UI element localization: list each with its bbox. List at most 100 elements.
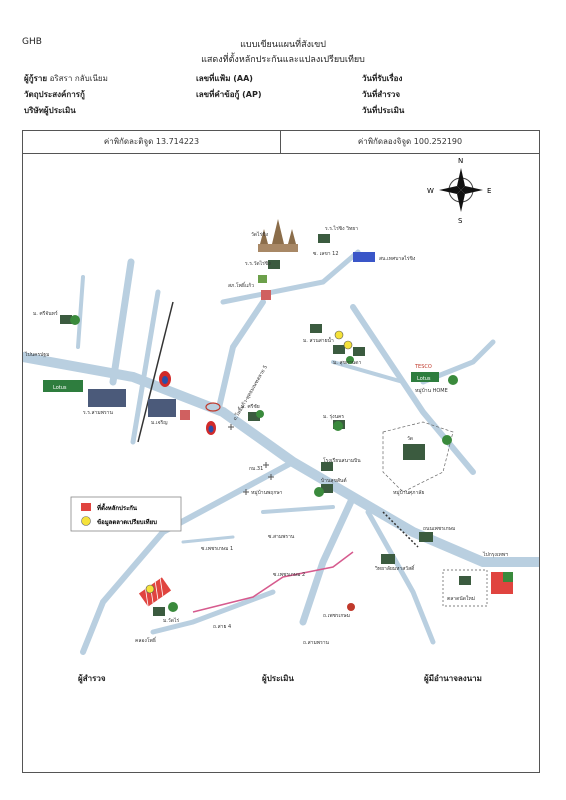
coordinates-row: ค่าพิกัดละติจูด 13.714223 ค่าพิกัดลองจิจ… bbox=[22, 130, 540, 154]
road-left-vertical-1 bbox=[109, 258, 135, 386]
label-tesco: TESCO bbox=[414, 364, 432, 370]
label-home-pro: หมู่บ้าน HOME bbox=[415, 387, 448, 394]
road-sign-icon bbox=[347, 603, 355, 611]
borrower-label: ผู้กู้ราย bbox=[24, 74, 48, 83]
collateral-location-icon bbox=[138, 577, 172, 607]
supalai-icon bbox=[419, 532, 433, 542]
phet-kasem-highway bbox=[18, 352, 544, 567]
lotus-left-icon bbox=[43, 380, 83, 392]
petrol-stations bbox=[159, 371, 216, 435]
signature-area bbox=[22, 657, 540, 773]
label-rd-lek: ถ.เพชรเกษม bbox=[323, 613, 350, 619]
label-rr-wat-rai-khing: ร.ร.วัดไร่ขิง bbox=[245, 260, 271, 267]
railway-crossing bbox=[382, 511, 419, 548]
info-column-1: ผู้กู้ราย อริสรา กลับเนียม วัตถุประสงค์ก… bbox=[24, 72, 194, 120]
road-soi-left bbox=[181, 535, 235, 544]
legend-collateral-swatch bbox=[81, 503, 91, 511]
latitude: ค่าพิกัดละติจูด 13.714223 bbox=[103, 137, 200, 146]
label-sampran-pass: ถ.สามพราน bbox=[303, 640, 330, 646]
document-subtitle: แสดงที่ตั้งหลักประกันและแปลงเปรียบเทียบ bbox=[201, 55, 365, 65]
lotus-right-icon bbox=[411, 372, 439, 382]
parking-sign-1-icon bbox=[261, 290, 271, 300]
label-soi-l: ซ.สามพราน bbox=[268, 534, 295, 540]
map-labels: ร.ร.วัดไร่ขิง ร.ร.ไร่ขิง วิทยา ซ. เลขา 1… bbox=[24, 225, 508, 646]
temple-icon bbox=[258, 219, 298, 252]
label-rr-sampran: ร.ร.สามพราน bbox=[83, 410, 113, 416]
label-tesaban: สน.เทศบาลไร่ขิง bbox=[379, 255, 416, 262]
label-m-jariya: ม.เจริญ bbox=[151, 419, 167, 426]
purpose-label: วัตถุประสงค์การกู้ bbox=[24, 90, 85, 99]
road-soi-center bbox=[261, 505, 335, 514]
label-m-sukanta: ม. สุขกานดา bbox=[333, 360, 361, 366]
label-ban-phrueksa: หมู่บ้านพฤกษา bbox=[251, 489, 283, 496]
label-market: ตลาดนัดใหม่ bbox=[447, 595, 475, 602]
surveyor-signature-label: ผู้สำรวจ bbox=[78, 674, 106, 683]
road-right-upper bbox=[420, 339, 496, 385]
map-canvas: N S E W วัดไร่ขิง Lotus Lotus TESCO bbox=[18, 157, 544, 655]
label-soi-phet-1: ซ.เพชรเกษม 1 bbox=[201, 546, 233, 552]
legend-collateral-label: ที่ตั้งหลักประกัน bbox=[97, 502, 138, 512]
road-south bbox=[299, 493, 357, 626]
road-left-vertical-3 bbox=[76, 275, 85, 349]
railway-line bbox=[137, 301, 174, 443]
crossings bbox=[228, 424, 274, 495]
label-rong-rian-sanam: โรงเรียนสนามบิน bbox=[323, 457, 361, 464]
label-soi-phet-2: ซ.เพชรเกษม 2 bbox=[273, 572, 305, 578]
legend: ที่ตั้งหลักประกัน ข้อมูลตลาดเปรียบเทียบ bbox=[70, 496, 182, 532]
road-right-branch bbox=[331, 360, 405, 384]
compass-east: E bbox=[487, 187, 491, 195]
legend-box bbox=[70, 496, 182, 532]
compare-point-2-icon bbox=[343, 340, 353, 350]
road-phet-soi bbox=[150, 589, 276, 635]
compare-point-0-icon bbox=[145, 584, 155, 594]
buildings bbox=[60, 234, 433, 616]
location-map: N S E W วัดไร่ขิง Lotus Lotus TESCO bbox=[18, 152, 544, 657]
tesaban-office-icon bbox=[353, 252, 375, 262]
school-rai-khing-wittaya-icon bbox=[318, 234, 330, 243]
coordinates-divider bbox=[280, 131, 281, 153]
label-lotus-left: Lotus bbox=[53, 385, 67, 391]
compass-icon: N S E W bbox=[427, 157, 491, 225]
survey-date-label: วันที่สำรวจ bbox=[362, 90, 401, 99]
label-phet-kasem: ถนนเพชรเกษม bbox=[423, 526, 455, 532]
ban-wat-sai-icon bbox=[153, 607, 165, 616]
label-m-sri-chai: ม. ศรีชัย bbox=[241, 403, 260, 410]
route-line bbox=[192, 551, 354, 613]
label-rd-4: ถ.สาย 4 bbox=[213, 624, 231, 630]
label-km31: กม.31 bbox=[249, 466, 263, 472]
appraisal-date-label: วันที่ประเมิน bbox=[362, 106, 405, 115]
market-green-block bbox=[503, 572, 513, 582]
document-title: แบบเขียนแผนที่สังเขป bbox=[240, 40, 326, 50]
appraiser-company-label: บริษัทผู้ประเมิน bbox=[24, 106, 76, 115]
label-soi-lek12: ซ. เลขา 12 bbox=[313, 251, 339, 257]
legend-compare-swatch bbox=[81, 516, 91, 526]
label-wat-rai-khing: วัดไร่ขิง bbox=[251, 231, 269, 238]
survey-boundary bbox=[382, 421, 454, 493]
rr-sampran-icon bbox=[88, 389, 126, 407]
label-rr-rai-khing-wittaya: ร.ร.ไร่ขิง วิทยา bbox=[325, 225, 358, 232]
label-mahasawat: วิทยาลัยมหาสวัสดิ์ bbox=[375, 564, 416, 572]
received-date-label: วันที่รับเรื่อง bbox=[362, 74, 403, 83]
longitude: ค่าพิกัดลองจิจูด 100.252190 bbox=[357, 137, 463, 146]
appraiser-signature-label: ผู้ประเมิน bbox=[262, 674, 294, 683]
ban-sukanta-2-icon bbox=[353, 347, 365, 356]
authorized-signature-label: ผู้มีอำนาจลงนาม bbox=[424, 674, 482, 683]
rong-rian-sanam-icon bbox=[321, 462, 333, 471]
ban-suk-san-icon bbox=[321, 484, 333, 493]
m-jariya-icon bbox=[148, 399, 176, 417]
road-left-vertical-2 bbox=[130, 289, 161, 445]
ban-sriyan-icon bbox=[60, 315, 72, 324]
label-m-wat-sai: ม.วัดไร่ bbox=[163, 617, 179, 624]
mahasawat-icon bbox=[381, 554, 395, 564]
market-plot bbox=[442, 569, 488, 607]
compass-west: W bbox=[427, 187, 434, 195]
label-m-rung-nakhon: ม. รุ่งนคร bbox=[323, 414, 344, 420]
road-southeast bbox=[365, 509, 436, 645]
ban-sukanta-icon bbox=[333, 345, 345, 354]
info-column-2: เลขที่แฟ้ม (AA) เลขที่คำข้อกู้ (AP) bbox=[196, 72, 356, 104]
label-lotus-right: Lotus bbox=[417, 376, 431, 382]
railway bbox=[137, 301, 419, 548]
compass-south: S bbox=[458, 217, 463, 225]
road-network bbox=[18, 249, 544, 655]
document-code: GHB bbox=[22, 37, 42, 47]
